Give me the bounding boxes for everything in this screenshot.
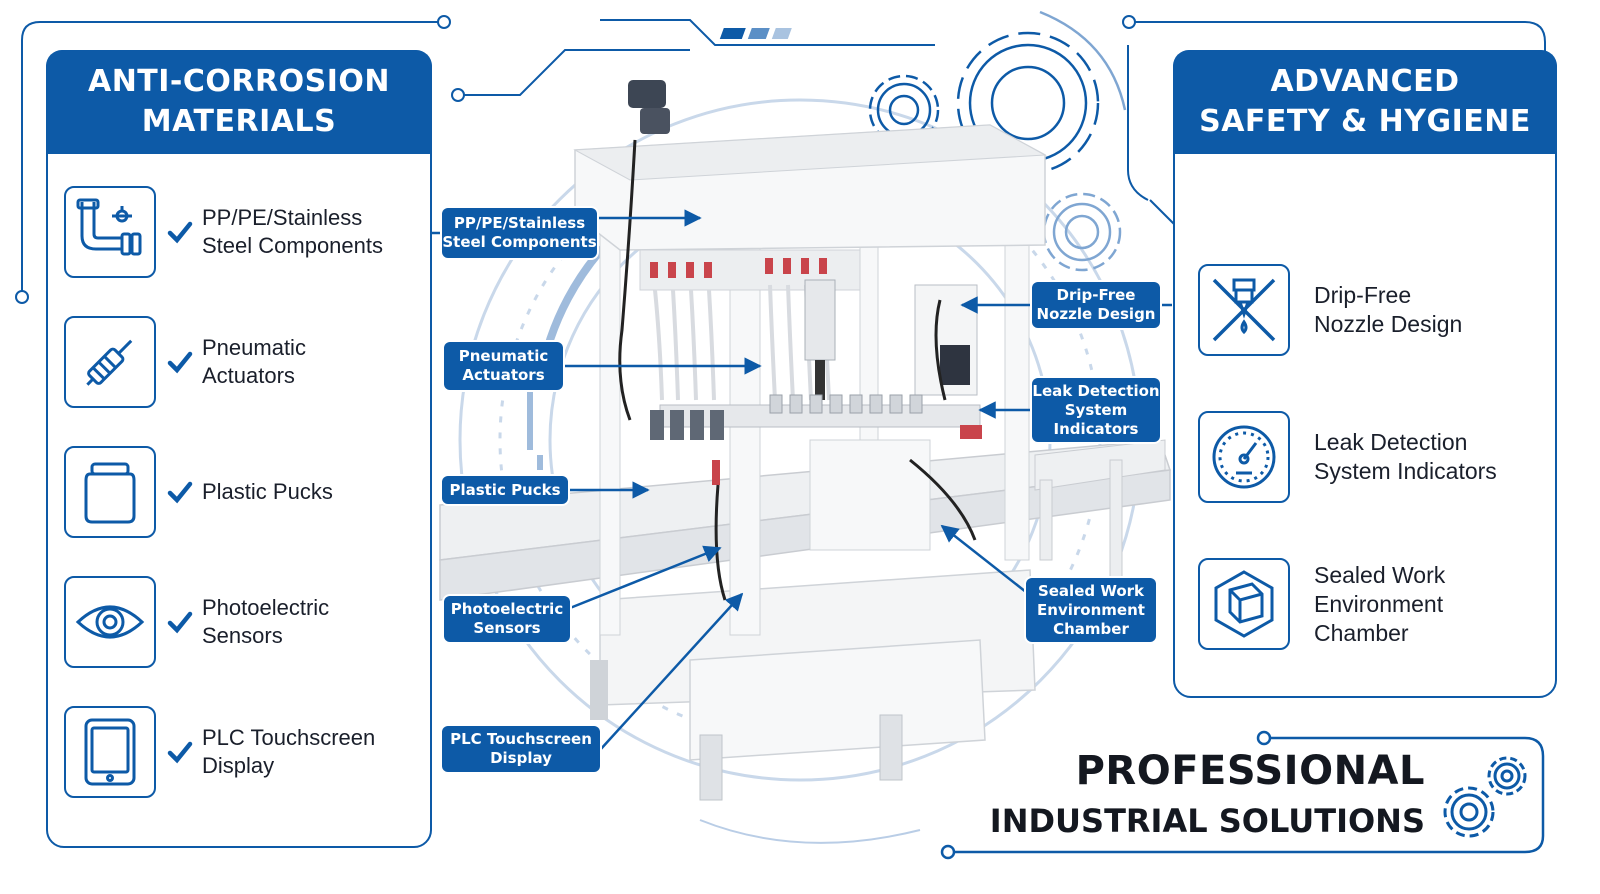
feature-label: Plastic Pucks xyxy=(202,479,333,504)
callout-plastic-pucks: Plastic Pucks xyxy=(442,476,568,504)
filling-machine-illustration xyxy=(439,80,1172,801)
tablet-icon xyxy=(64,706,156,798)
no-drip-nozzle-icon xyxy=(1198,264,1290,356)
callout-plc-touchscreen: PLC Touchscreen Display xyxy=(442,726,600,772)
anti-corrosion-panel-title: ANTI-CORROSION MATERIALS xyxy=(46,50,432,154)
callout-leak-detection: Leak Detection System Indicators xyxy=(1032,378,1160,442)
feature-label: PP/PE/Stainless Steel Components xyxy=(202,205,383,258)
header-stripes xyxy=(719,28,792,39)
pipe-fittings-icon xyxy=(64,186,156,278)
callout-pneumatic-actuators: Pneumatic Actuators xyxy=(444,342,563,390)
checkmark-icon xyxy=(167,481,193,504)
professional-solutions-banner: PROFESSIONAL INDUSTRIAL SOLUTIONS xyxy=(955,740,1548,852)
banner-title: PROFESSIONAL xyxy=(1075,748,1425,794)
anti-corrosion-panel: ANTI-CORROSION MATERIALS PP/PE/Stainless… xyxy=(46,50,432,848)
feature-sealed-chamber: Sealed Work Environment Chamber xyxy=(1198,558,1445,650)
feature-plc-touchscreen: PLC Touchscreen Display xyxy=(64,706,375,798)
callout-drip-free-nozzle: Drip-Free Nozzle Design xyxy=(1032,282,1160,328)
checkmark-icon xyxy=(167,221,193,244)
callout-sealed-chamber: Sealed Work Environment Chamber xyxy=(1026,578,1156,642)
callout-photoelectric-sensors: Photoelectric Sensors xyxy=(444,596,570,642)
feature-label: Sealed Work Environment Chamber xyxy=(1314,561,1446,646)
banner-subtitle: INDUSTRIAL SOLUTIONS xyxy=(989,802,1425,840)
top-gears xyxy=(868,10,1127,272)
feature-label: Leak Detection System Indicators xyxy=(1314,429,1497,484)
feature-plastic-pucks: Plastic Pucks xyxy=(64,446,333,538)
safety-hygiene-panel-title: ADVANCED SAFETY & HYGIENE xyxy=(1173,50,1557,154)
feature-label: Drip-Free Nozzle Design xyxy=(1314,282,1463,337)
banner-frame xyxy=(940,730,1545,860)
feature-drip-free-nozzle: Drip-Free Nozzle Design xyxy=(1198,264,1462,356)
callout-connectors xyxy=(432,209,1172,751)
feature-label: Pneumatic Actuators xyxy=(202,335,306,388)
feature-pneumatic-actuators: Pneumatic Actuators xyxy=(64,316,306,408)
sealed-cube-icon xyxy=(1198,558,1290,650)
checkmark-icon xyxy=(167,611,193,634)
safety-hygiene-panel: ADVANCED SAFETY & HYGIENE Drip-Free Nozz… xyxy=(1173,50,1557,698)
pressure-gauge-icon xyxy=(1198,411,1290,503)
pneumatic-cylinder-icon xyxy=(64,316,156,408)
feature-steel-components: PP/PE/Stainless Steel Components xyxy=(64,186,383,278)
feature-label: PLC Touchscreen Display xyxy=(202,725,376,778)
jar-icon xyxy=(64,446,156,538)
checkmark-icon xyxy=(167,741,193,764)
callout-steel-components: PP/PE/Stainless Steel Components xyxy=(442,208,597,258)
checkmark-icon xyxy=(167,351,193,374)
gears-icon xyxy=(1443,756,1527,838)
eye-icon xyxy=(64,576,156,668)
feature-leak-detection: Leak Detection System Indicators xyxy=(1198,411,1497,503)
feature-photoelectric-sensors: Photoelectric Sensors xyxy=(64,576,329,668)
feature-label: Photoelectric Sensors xyxy=(202,595,330,648)
